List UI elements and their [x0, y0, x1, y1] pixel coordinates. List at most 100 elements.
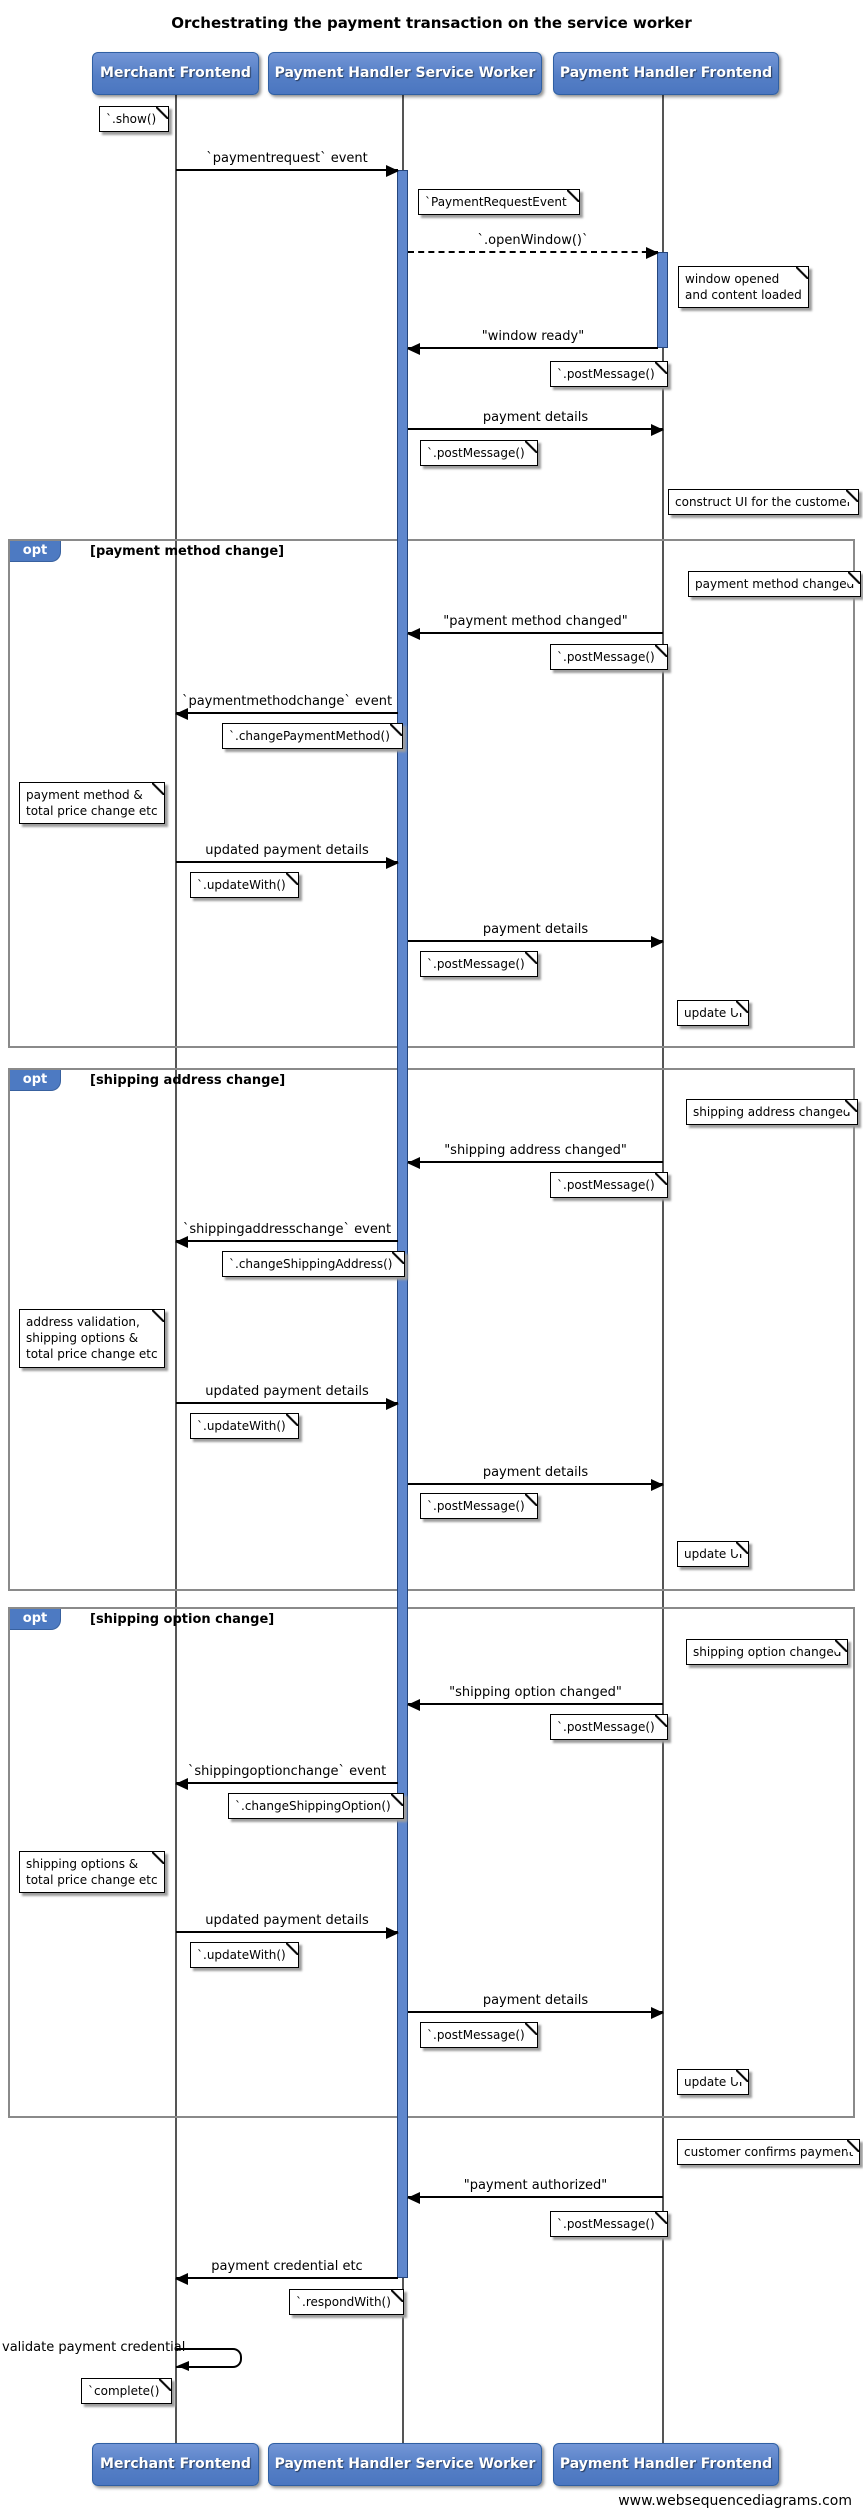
message-label: `shippingoptionchange` event	[187, 1764, 387, 1779]
arrowhead-left-icon	[175, 2273, 188, 2285]
note-payment-method-changed: payment method changed	[688, 571, 862, 598]
message-shippingoptionchange-event: `shippingoptionchange` event	[175, 1760, 398, 1790]
arrow-line	[176, 1240, 398, 1242]
message-label: `paymentmethodchange` event	[181, 694, 393, 709]
arrowhead-left-icon	[407, 343, 420, 355]
arrowhead-right-icon	[651, 2007, 664, 2019]
arrow-line	[408, 940, 663, 942]
arrow-line	[176, 169, 398, 171]
arrowhead-right-icon	[651, 1479, 664, 1491]
message-label: "payment authorized"	[463, 2178, 608, 2193]
opt-guard-payment-method-change: [payment method change]	[90, 544, 285, 559]
arrowhead-left-icon	[175, 708, 188, 720]
lifeline-merchant-frontend	[175, 93, 177, 2443]
message-payment-credential-etc: payment credential etc	[175, 2255, 398, 2285]
message-payment-details-1: payment details	[408, 406, 664, 436]
arrowhead-right-icon	[651, 424, 664, 436]
message-label: updated payment details	[205, 843, 369, 858]
note-shipping-option-changed: shipping option changed	[686, 1639, 849, 1666]
arrowhead-left-icon	[407, 1157, 420, 1169]
note-post-message-4: `.postMessage()`	[420, 951, 538, 978]
arrowhead-right-icon	[386, 1398, 399, 1410]
message-label: updated payment details	[205, 1913, 369, 1928]
actor-service-worker-bottom: Payment Handler Service Worker	[268, 2443, 542, 2486]
arrowhead-right-icon	[651, 936, 664, 948]
message-label: "payment method changed"	[443, 614, 628, 629]
message-updated-payment-details-2: updated payment details	[176, 1380, 399, 1410]
message-label: payment credential etc	[211, 2259, 363, 2274]
message-label: `.openWindow()`	[477, 233, 589, 248]
note-payment-request-event: `PaymentRequestEvent`	[418, 189, 580, 216]
note-update-with-2: `.updateWith()`	[190, 1413, 299, 1440]
opt-keyword-tab: opt	[10, 1609, 61, 1630]
note-shipping-options-total-price: shipping options & total price change et…	[19, 1851, 165, 1894]
note-window-opened: window opened and content loaded	[678, 266, 809, 309]
arrowhead-left-icon	[407, 628, 420, 640]
note-shipping-address-changed: shipping address changed	[686, 1099, 858, 1126]
arrow-line	[176, 861, 398, 863]
arrowhead-left-icon	[177, 2361, 189, 2371]
opt-keyword-tab: opt	[10, 541, 61, 562]
note-payment-method-total-price: payment method & total price change etc	[19, 782, 165, 825]
note-post-message-3: `.postMessage()`	[550, 644, 668, 671]
opt-block-shipping-address-change: opt [shipping address change]	[8, 1068, 855, 1591]
message-validate-payment-credential: validate payment credential	[2, 2340, 186, 2355]
opt-block-payment-method-change: opt [payment method change]	[8, 539, 855, 1048]
arrowhead-right-icon	[386, 165, 399, 177]
opt-block-shipping-option-change: opt [shipping option change]	[8, 1607, 855, 2118]
note-show: `.show()`	[99, 106, 170, 133]
message-shippingaddresschange-event: `shippingaddresschange` event	[175, 1218, 398, 1248]
note-post-message-2: `.postMessage()`	[420, 440, 538, 467]
note-update-with-3: `.updateWith()`	[190, 1942, 299, 1969]
arrowhead-left-icon	[407, 2192, 420, 2204]
actor-merchant-frontend-top: Merchant Frontend	[92, 52, 259, 95]
message-label: payment details	[482, 922, 589, 937]
note-address-validation: address validation, shipping options & t…	[19, 1309, 165, 1368]
arrow-line-dashed	[408, 251, 658, 253]
message-paymentmethodchange-event: `paymentmethodchange` event	[175, 690, 398, 720]
opt-guard-shipping-address-change: [shipping address change]	[90, 1073, 286, 1088]
websequencediagrams-credit: www.websequencediagrams.com	[618, 2493, 852, 2509]
arrow-line	[176, 1402, 398, 1404]
message-label: `paymentrequest` event	[206, 151, 368, 166]
note-construct-ui: construct UI for the customer	[668, 489, 859, 516]
arrow-line	[408, 428, 663, 430]
note-complete: `complete()`	[81, 2378, 173, 2405]
actor-handler-frontend-top: Payment Handler Frontend	[553, 52, 779, 95]
note-respond-with: `.respondWith()`	[289, 2289, 404, 2316]
arrowhead-left-icon	[407, 1699, 420, 1711]
arrowhead-right-icon	[386, 1927, 399, 1939]
note-update-ui-1: update UI	[677, 1000, 750, 1027]
arrow-line	[176, 712, 398, 714]
opt-guard-shipping-option-change: [shipping option change]	[90, 1612, 275, 1627]
arrowhead-right-icon	[386, 857, 399, 869]
actor-handler-frontend-bottom: Payment Handler Frontend	[553, 2443, 779, 2486]
message-label: "window ready"	[481, 329, 585, 344]
lifeline-handler-frontend	[662, 93, 664, 2443]
message-payment-method-changed: "payment method changed"	[407, 610, 663, 640]
arrowhead-right-icon	[646, 247, 659, 259]
note-post-message-6: `.postMessage()`	[420, 1493, 538, 1520]
note-update-ui-3: update UI	[677, 2069, 750, 2096]
message-label: `shippingaddresschange` event	[182, 1222, 392, 1237]
message-window-ready: "window ready"	[407, 325, 658, 355]
note-change-payment-method: `.changePaymentMethod()`	[222, 723, 403, 750]
note-post-message-1: `.postMessage()`	[550, 361, 668, 388]
arrowhead-left-icon	[175, 1236, 188, 1248]
message-label: "shipping option changed"	[449, 1685, 622, 1700]
arrow-line	[408, 347, 658, 349]
note-customer-confirms-payment: customer confirms payment	[677, 2139, 861, 2166]
arrow-line	[408, 1483, 663, 1485]
message-payment-details-4: payment details	[408, 1989, 664, 2019]
opt-keyword-tab: opt	[10, 1070, 61, 1091]
note-change-shipping-address: `.changeShippingAddress()`	[222, 1251, 406, 1278]
message-label: payment details	[482, 1993, 589, 2008]
arrow-line	[176, 2277, 398, 2279]
message-payment-authorized: "payment authorized"	[407, 2174, 663, 2204]
arrow-line	[408, 1703, 663, 1705]
note-post-message-5: `.postMessage()`	[550, 1172, 668, 1199]
message-payment-details-2: payment details	[408, 918, 664, 948]
note-update-with-1: `.updateWith()`	[190, 872, 299, 899]
note-update-ui-2: update UI	[677, 1541, 750, 1568]
